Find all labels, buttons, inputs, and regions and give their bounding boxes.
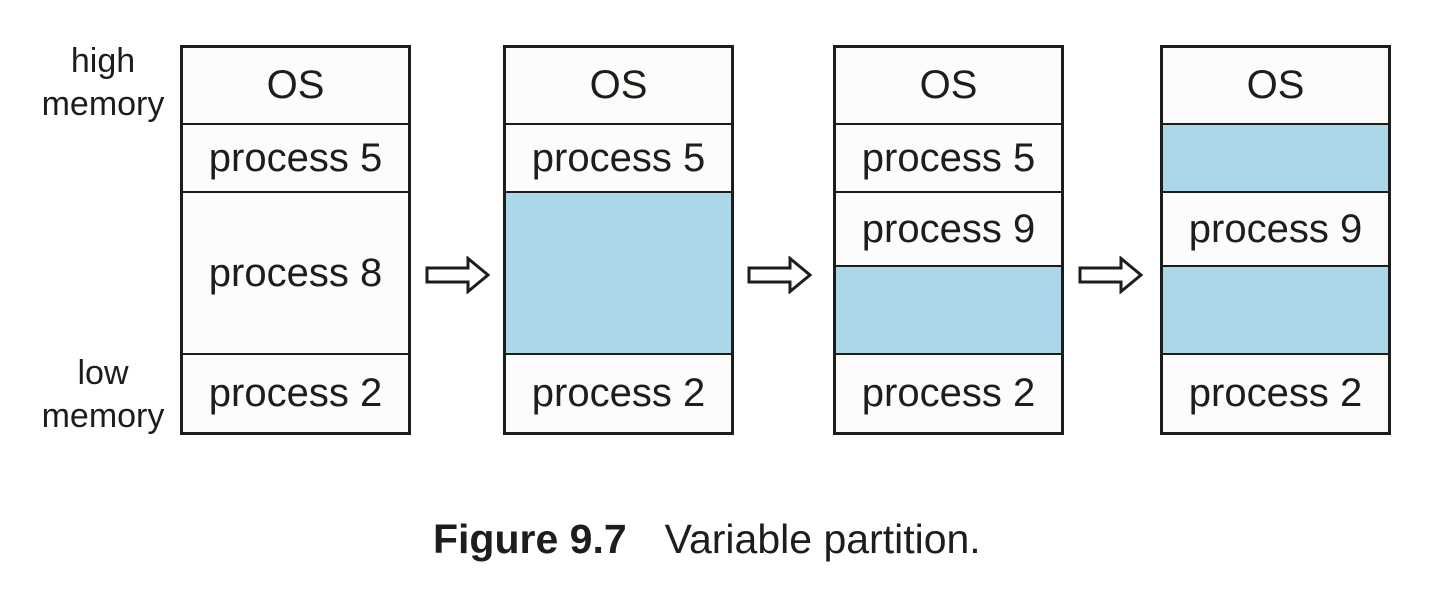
segment-label: process 5 [531,135,706,180]
memory-column-1: OS process 5 process 8 process 2 [180,45,411,435]
memory-segment-os: OS [1163,48,1388,123]
memory-column-4: OS process 9 process 2 [1160,45,1391,435]
memory-segment-process-9: process 9 [1163,191,1388,265]
memory-segment-process-2: process 2 [1163,353,1388,432]
memory-segment-os: OS [506,48,731,123]
memory-segment-process-5: process 5 [506,123,731,191]
segment-label: OS [1246,63,1305,107]
memory-column-2: OS process 5 process 2 [503,45,734,435]
segment-label: OS [919,63,978,107]
memory-segment-process-2: process 2 [506,353,731,432]
segment-label: process 2 [861,371,1036,415]
segment-label: process 5 [208,135,383,180]
right-arrow-icon [747,256,813,294]
memory-column-3: OS process 5 process 9 process 2 [833,45,1064,435]
memory-segment-process-5: process 5 [836,123,1061,191]
memory-segment-free [1163,265,1388,353]
high-memory-label-line2: memory [41,85,165,123]
segment-label: OS [589,63,648,107]
figure-caption: Figure 9.7 Variable partition. [433,516,981,563]
segment-label: process 2 [1188,371,1363,415]
segment-label: OS [266,63,325,107]
segment-label: process 8 [208,250,383,295]
memory-segment-free [1163,123,1388,191]
segment-label: process 9 [1188,206,1363,251]
figure-caption-text: Variable partition. [664,516,981,562]
right-arrow-icon [1078,256,1144,294]
memory-segment-process-5: process 5 [183,123,408,191]
segment-label: process 2 [208,371,383,415]
segment-label: process 9 [861,206,1036,251]
memory-segment-process-2: process 2 [183,353,408,432]
low-memory-label-line1: low [77,354,129,392]
memory-segment-process-2: process 2 [836,353,1061,432]
figure-caption-number: Figure 9.7 [433,516,627,562]
low-memory-label: low memory [28,352,178,438]
memory-segment-free [506,191,731,353]
high-memory-label: high memory [28,40,178,126]
memory-segment-os: OS [183,48,408,123]
segment-label: process 5 [861,135,1036,180]
right-arrow-icon [425,256,491,294]
memory-segment-free [836,265,1061,353]
high-memory-label-line1: high [70,42,136,80]
memory-segment-os: OS [836,48,1061,123]
segment-label: process 2 [531,371,706,415]
memory-segment-process-9: process 9 [836,191,1061,265]
low-memory-label-line2: memory [41,397,165,435]
memory-segment-process-8: process 8 [183,191,408,353]
